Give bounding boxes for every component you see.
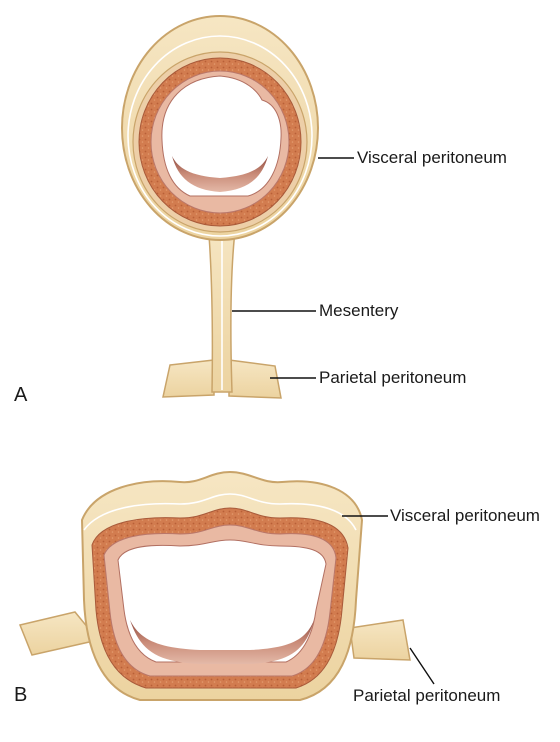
leader-b-parietal (409, 647, 435, 685)
label-b-visceral-peritoneum: Visceral peritoneum (390, 506, 540, 525)
panel-b-parietal-flap-right (349, 619, 411, 661)
panel-a-figure (121, 15, 319, 399)
panel-a-letter: A (14, 384, 28, 406)
label-a-mesentery: Mesentery (319, 301, 399, 320)
label-a-parietal-peritoneum: Parietal peritoneum (319, 368, 467, 387)
panel-b-letter: B (14, 684, 28, 706)
panel-a-parietal-flap-left (162, 359, 215, 398)
panel-b-lumen (117, 539, 327, 663)
label-b-parietal-peritoneum: Parietal peritoneum (353, 686, 501, 705)
label-a-visceral-peritoneum: Visceral peritoneum (357, 148, 507, 167)
panel-a-parietal-flap-right (228, 359, 282, 399)
panel-b-figure (18, 470, 411, 701)
panel-a-lumen (161, 75, 282, 197)
